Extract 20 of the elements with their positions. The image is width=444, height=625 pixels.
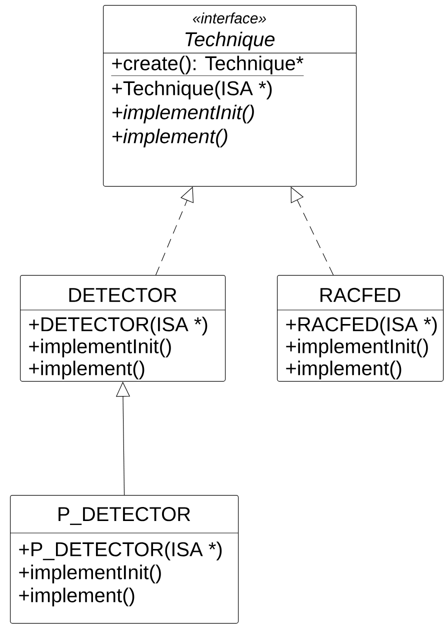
class-name: P_DETECTOR: [58, 507, 190, 525]
method-signature: +Technique(ISA *): [112, 80, 272, 100]
inheritance-arrow: [156, 186, 194, 276]
stereotype: «interface»: [192, 12, 266, 24]
method-signature: +create(): Technique*: [111, 56, 304, 76]
method-signature: +implement(): [29, 360, 144, 380]
method-signature: +DETECTOR(ISA *): [29, 316, 208, 336]
inheritance-arrow: [290, 186, 334, 276]
method-signature: +implementInit(): [19, 564, 161, 584]
method-signature: +RACFED(ISA *): [286, 316, 437, 336]
class-name: Technique: [186, 32, 275, 50]
method-signature: +implementInit(): [286, 338, 428, 358]
method-signature: +implement(): [286, 360, 402, 380]
method-signature: +implementInit(): [29, 338, 171, 358]
class-name: DETECTOR: [69, 288, 176, 302]
method-signature: +implementInit(): [112, 104, 254, 124]
class-name: RACFED: [320, 288, 400, 302]
method-signature: +P_DETECTOR(ISA *): [19, 542, 222, 560]
method-signature: +implement(): [19, 588, 134, 606]
method-signature: +implement(): [112, 128, 228, 148]
